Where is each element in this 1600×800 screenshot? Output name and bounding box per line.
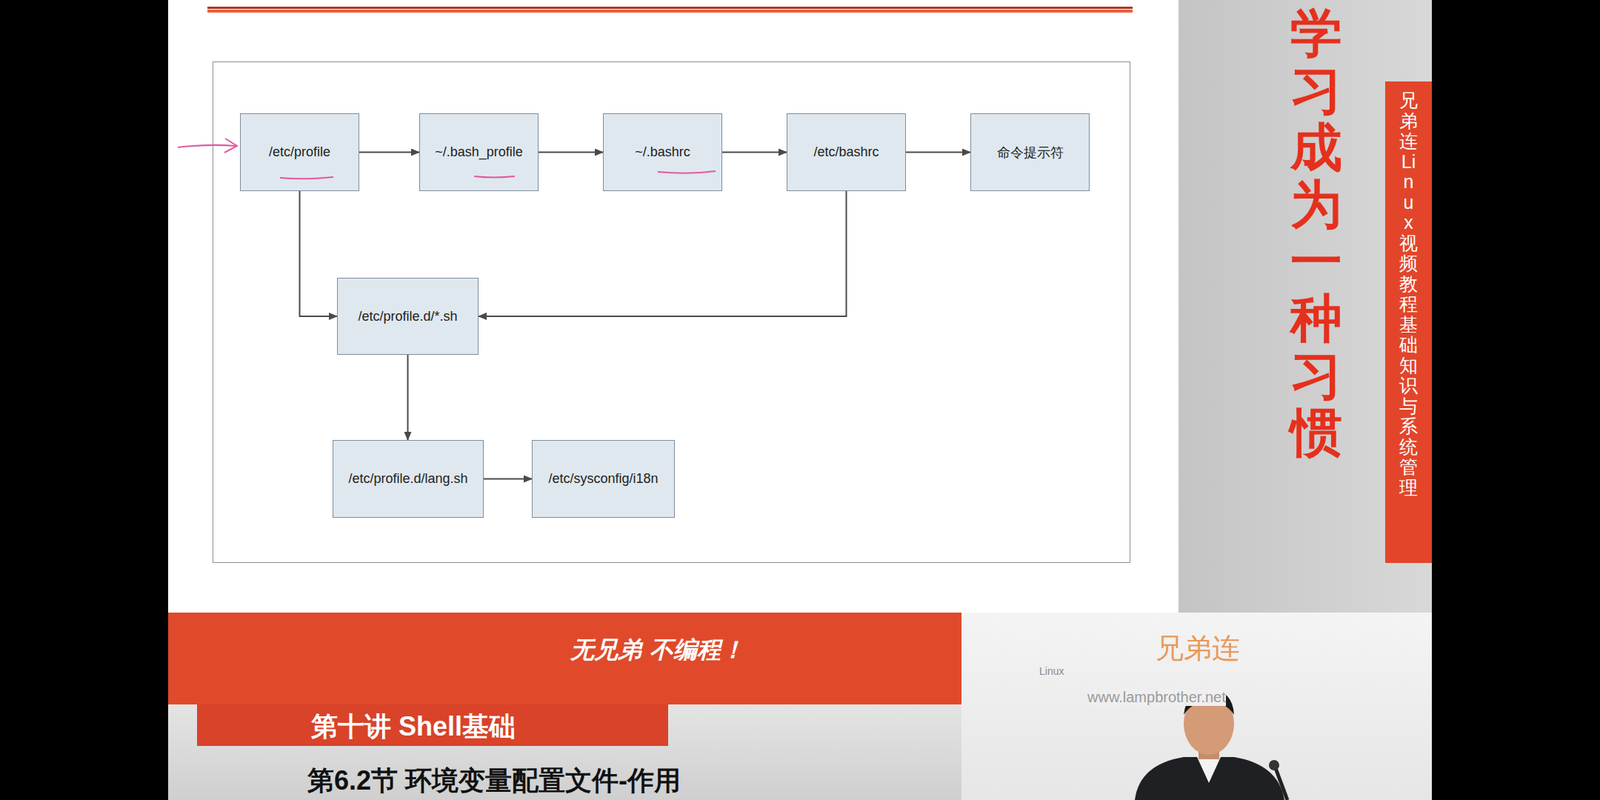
flow-arrow bbox=[722, 151, 787, 154]
flow-arrow bbox=[359, 151, 420, 154]
calligraphy-slogan: 学习成为一种习惯 bbox=[1290, 4, 1343, 461]
top-rule-light bbox=[207, 9, 1133, 13]
process-box: /etc/bashrc bbox=[786, 113, 906, 192]
pen-arrow bbox=[177, 145, 236, 148]
presenter-body bbox=[1134, 757, 1285, 800]
chapter-title: 第十讲 Shell基础 bbox=[311, 708, 516, 746]
flow-arrow bbox=[905, 151, 971, 154]
brand-tag: Linux bbox=[1039, 665, 1064, 678]
top-rule-dark bbox=[207, 6, 1133, 9]
box-label: /etc/sysconfig/i18n bbox=[548, 471, 658, 487]
box-label: /etc/bashrc bbox=[813, 144, 879, 160]
flow-arrow bbox=[300, 191, 338, 317]
process-box: 命令提示符 bbox=[970, 113, 1090, 192]
slogan: 无兄弟 不编程！ bbox=[570, 634, 745, 667]
flow-arrow bbox=[478, 191, 847, 317]
pen-arrowhead bbox=[224, 138, 238, 153]
course-name: 兄弟连Linux视频教程 基础知识与系统管理 bbox=[1399, 90, 1418, 498]
flow-arrow bbox=[483, 478, 532, 480]
box-label: /etc/profile bbox=[268, 144, 331, 160]
presenter-shirt bbox=[1197, 757, 1221, 783]
box-label: /etc/profile.d/*.sh bbox=[357, 308, 458, 325]
process-box: /etc/profile.d/*.sh bbox=[337, 277, 479, 355]
process-box: /etc/profile.d/lang.sh bbox=[332, 440, 484, 518]
website-url: www.lampbrother.net bbox=[1087, 688, 1226, 706]
flow-arrow bbox=[538, 151, 603, 154]
microphone bbox=[1275, 768, 1288, 800]
process-box: ~/.bash_profile bbox=[419, 113, 539, 192]
bottom-red-band bbox=[168, 612, 962, 705]
box-label: ~/.bashrc bbox=[634, 144, 691, 160]
process-box: /etc/profile bbox=[240, 113, 360, 192]
flow-arrow bbox=[407, 354, 409, 440]
box-label: /etc/profile.d/lang.sh bbox=[348, 471, 468, 487]
section-title: 第6.2节 环境变量配置文件-作用 bbox=[307, 762, 681, 800]
microphone-head bbox=[1268, 760, 1280, 771]
box-label: 命令提示符 bbox=[997, 143, 1064, 162]
brand-name: 兄弟连 bbox=[1155, 629, 1240, 668]
process-box: /etc/sysconfig/i18n bbox=[531, 440, 675, 518]
box-label: ~/.bash_profile bbox=[434, 144, 523, 160]
process-box: ~/.bashrc bbox=[602, 113, 723, 192]
